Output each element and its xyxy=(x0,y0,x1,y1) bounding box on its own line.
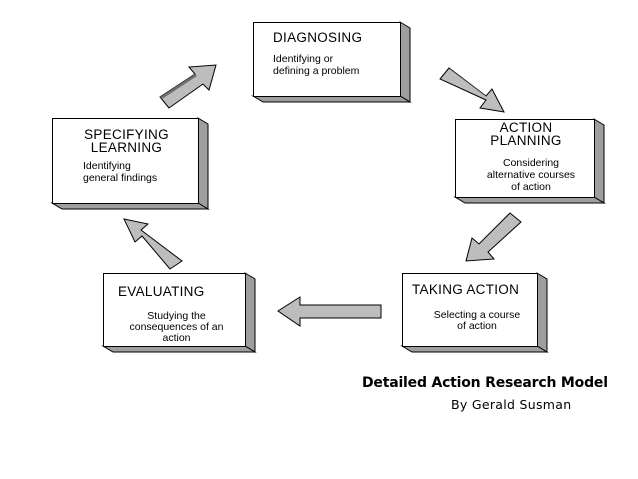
node-action-planning: ACTION PLANNING Considering alternative … xyxy=(455,119,595,198)
node-specifying-learning-title-line-2: LEARNING xyxy=(90,140,163,155)
node-action-planning-title-line-2: PLANNING xyxy=(490,133,562,148)
node-evaluating-desc-line-3: action xyxy=(162,332,191,344)
node-evaluating-desc-line-1: Studying the xyxy=(147,310,206,322)
arrow-evaluating-to-specifying-learning xyxy=(123,218,183,270)
node-evaluating-desc-line-2: consequences of an xyxy=(129,321,224,333)
arrow-diagnosing-to-action-planning xyxy=(439,67,505,113)
arrow-specifying-learning-to-diagnosing xyxy=(159,64,217,109)
node-action-planning-title-line-1: ACTION xyxy=(499,120,553,135)
node-taking-action-title: TAKING ACTION xyxy=(412,282,520,297)
arrow-shadow-5 xyxy=(160,74,197,99)
node-action-planning-desc-line-1: Considering xyxy=(502,157,560,169)
arrow-action-planning-to-taking-action xyxy=(465,212,522,262)
arrow-taking-action-to-evaluating xyxy=(277,296,382,327)
node-diagnosing-desc-line-2: defining a problem xyxy=(273,65,360,77)
node-taking-action-desc-line-2: of action xyxy=(457,320,497,332)
node-evaluating-title: EVALUATING xyxy=(118,284,205,299)
node-specifying-learning-title-line-1: SPECIFYING xyxy=(84,127,169,142)
node-diagnosing: DIAGNOSING Identifying or defining a pro… xyxy=(253,22,401,97)
node-specifying-learning-desc-line-1: Identifying xyxy=(83,160,131,172)
caption-title: Detailed Action Research Model xyxy=(362,375,608,391)
node-action-planning-desc-line-2: alternative courses xyxy=(486,169,576,181)
diagnosing-box-depth xyxy=(399,21,411,103)
node-taking-action: TAKING ACTION Selecting a course of acti… xyxy=(402,273,538,347)
node-evaluating: EVALUATING Studying the consequences of … xyxy=(103,273,246,347)
node-specifying-learning-desc-line-2: general findings xyxy=(83,172,158,184)
arrow-shadow-1 xyxy=(449,68,488,98)
node-action-planning-desc-line-3: of action xyxy=(511,181,551,193)
caption-author: By Gerald Susman xyxy=(451,397,572,412)
node-taking-action-desc-line-1: Selecting a course xyxy=(433,309,521,321)
node-specifying-learning: SPECIFYING LEARNING Identifying general … xyxy=(52,118,199,204)
node-diagnosing-desc-line-1: Identifying or xyxy=(273,53,334,65)
node-diagnosing-title: DIAGNOSING xyxy=(273,30,363,45)
